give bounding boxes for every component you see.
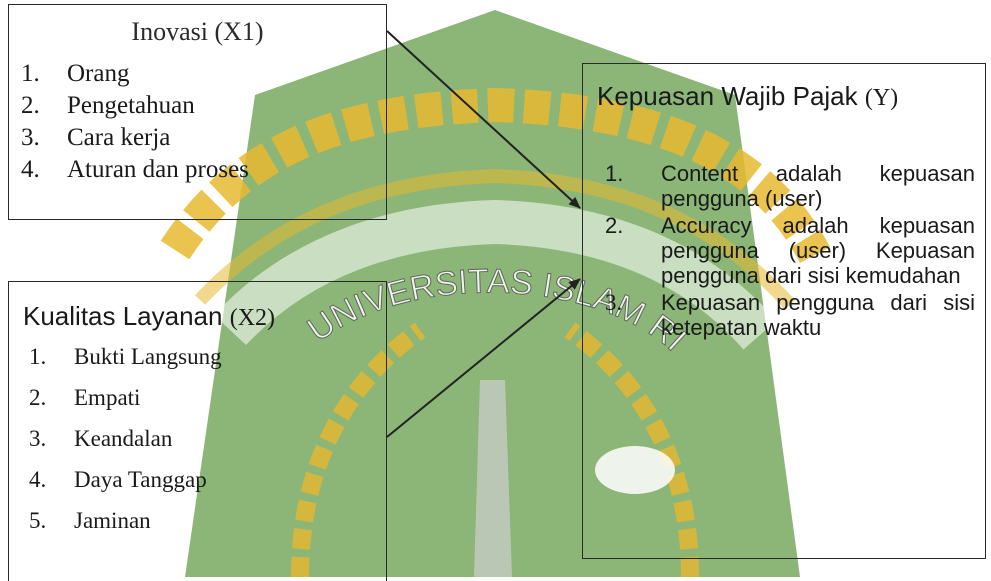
- arrow-x1-to-y: [386, 30, 581, 209]
- wheat-left: [291, 322, 426, 577]
- wheat-right: [564, 322, 699, 577]
- list-item: 4.Aturan dan proses: [21, 156, 249, 183]
- torch-shape: [474, 380, 512, 577]
- box-x1-title: Inovasi (X1): [131, 17, 264, 46]
- list-item: 3.Kepuasan pengguna dari sisi ketepatan …: [605, 290, 975, 340]
- list-item: 3.Cara kerja: [21, 124, 171, 151]
- box-inovasi-x1: Inovasi (X1) 1.Orang 2.Pengetahuan 3.Car…: [8, 4, 387, 220]
- box-x1-list: 1.Orang 2.Pengetahuan 3.Cara kerja 4.Atu…: [21, 60, 249, 188]
- cloud-shape: [595, 446, 675, 494]
- list-item: 3.Keandalan: [29, 426, 173, 451]
- box-x2-title: Kualitas Layanan (X2): [23, 301, 276, 331]
- list-item: 5.Jaminan: [29, 508, 151, 533]
- list-item: 1.Orang: [21, 60, 130, 87]
- list-item: 2.Pengetahuan: [21, 92, 195, 119]
- list-item: 2.Accuracy adalah kepuasan pengguna (use…: [605, 213, 975, 288]
- list-item: 2.Empati: [29, 385, 141, 410]
- box-y-list: 1.Content adalah kepuasan pengguna (user…: [605, 161, 975, 342]
- list-item: 1.Bukti Langsung: [29, 344, 222, 369]
- box-kepuasan-wajib-pajak-y: Kepuasan Wajib Pajak (Y) 1.Content adala…: [582, 63, 986, 559]
- list-item: 1.Content adalah kepuasan pengguna (user…: [605, 161, 975, 211]
- arrow-x2-to-y: [386, 278, 581, 438]
- box-x2-list: 1.Bukti Langsung 2.Empati 3.Keandalan 4.…: [29, 344, 222, 549]
- box-y-title: Kepuasan Wajib Pajak (Y): [597, 81, 899, 111]
- box-kualitas-layanan-x2: Kualitas Layanan (X2) 1.Bukti Langsung 2…: [8, 281, 387, 581]
- list-item: 4.Daya Tanggap: [29, 467, 207, 492]
- rope-rim: [160, 87, 831, 264]
